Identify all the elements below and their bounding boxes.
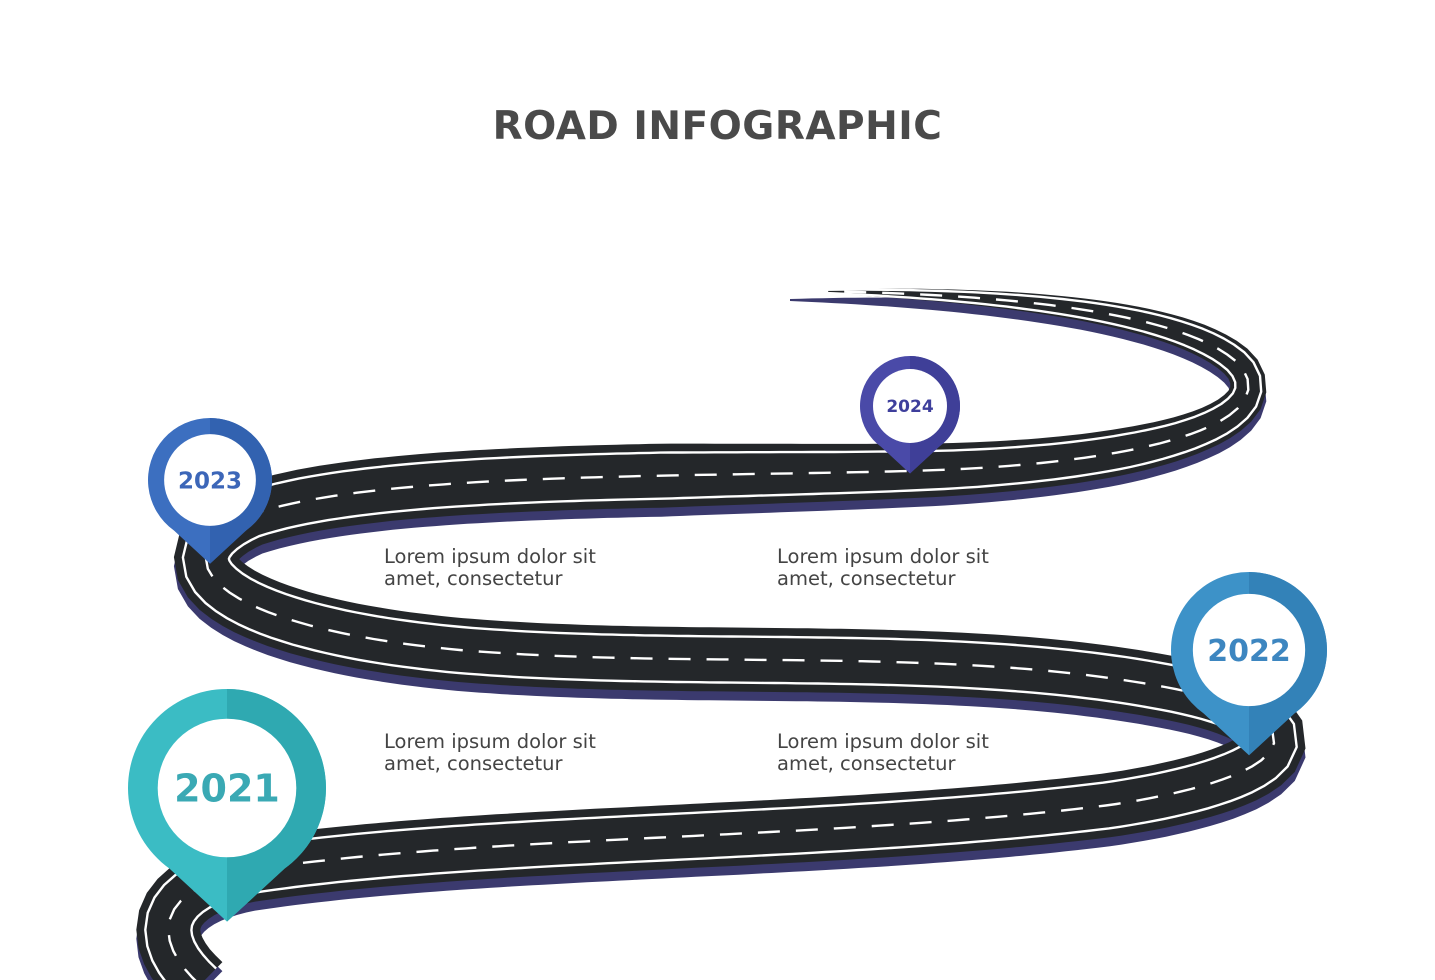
pin-year-label: 2022 xyxy=(1207,634,1291,669)
caption-line: amet, consectetur xyxy=(777,568,1037,590)
caption-2024: Lorem ipsum dolor sit amet, consectetur xyxy=(777,546,1037,590)
pin-year-label: 2024 xyxy=(886,397,933,417)
caption-line: Lorem ipsum dolor sit xyxy=(384,546,644,568)
page-title: ROAD INFOGRAPHIC xyxy=(0,104,1435,149)
caption-line: Lorem ipsum dolor sit xyxy=(384,731,644,753)
caption-line: Lorem ipsum dolor sit xyxy=(777,731,1037,753)
caption-line: amet, consectetur xyxy=(384,568,644,590)
caption-line: Lorem ipsum dolor sit xyxy=(777,546,1037,568)
caption-2022: Lorem ipsum dolor sit amet, consectetur xyxy=(777,731,1037,775)
winding-road xyxy=(136,289,1305,980)
pin-year-label: 2021 xyxy=(174,767,280,811)
caption-2023: Lorem ipsum dolor sit amet, consectetur xyxy=(384,546,644,590)
road-surface xyxy=(136,289,1305,980)
pin-year-label: 2023 xyxy=(178,468,242,494)
caption-line: amet, consectetur xyxy=(777,753,1037,775)
caption-line: amet, consectetur xyxy=(384,753,644,775)
caption-2021: Lorem ipsum dolor sit amet, consectetur xyxy=(384,731,644,775)
